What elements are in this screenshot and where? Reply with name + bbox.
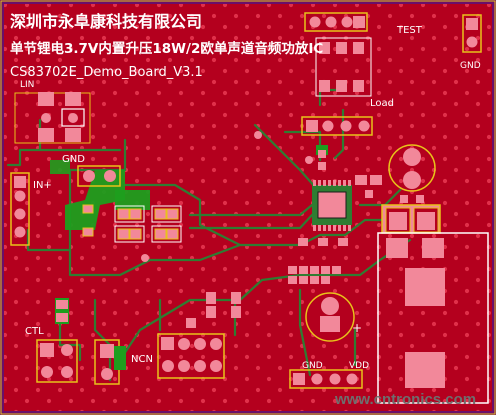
label-load: Load <box>370 98 394 109</box>
company-title: 深圳市永阜康科技有限公司 <box>10 12 202 31</box>
gnd-header-right <box>462 14 482 53</box>
label-ncn: NCN <box>131 354 153 365</box>
gnd-header-left <box>77 165 121 187</box>
amplifier-ic <box>312 145 382 231</box>
label-test: TEST <box>396 25 423 36</box>
label-lin: LIN <box>20 80 34 90</box>
ncn-header <box>94 339 126 385</box>
smd-pairs-bottom <box>186 292 241 328</box>
label-gnd-top: GND <box>62 154 85 165</box>
inductor <box>381 204 441 234</box>
electrolytic-cap-top <box>388 144 436 203</box>
load-header <box>301 116 373 136</box>
input-passives <box>82 204 179 240</box>
label-in-plus: IN+ <box>33 180 52 191</box>
board-name: CS83702E_Demo_Board_V3.1 <box>10 65 203 80</box>
via <box>305 156 313 164</box>
power-area <box>377 232 489 404</box>
gnd-vdd-header <box>289 369 363 389</box>
product-title: 单节锂电3.7V内置升压18W/2欧单声道音频功放IC <box>10 40 323 57</box>
via <box>254 131 262 139</box>
in-plus-header <box>10 172 30 246</box>
label-cap-plus: + <box>352 321 362 335</box>
center-header-2x4 <box>157 333 225 379</box>
label-gnd-right: GND <box>460 61 481 71</box>
via <box>141 254 149 262</box>
watermark: www.cntronics.com <box>334 391 476 408</box>
passive-outlines <box>114 205 182 243</box>
vertical-resistors <box>315 37 372 97</box>
label-ctl: CTL <box>25 326 44 337</box>
electrolytic-cap-mid <box>305 292 355 342</box>
ctl-header <box>36 298 78 383</box>
lin-connector <box>14 92 91 144</box>
label-vdd: VDD <box>349 361 369 371</box>
label-gnd-bottom: GND <box>302 361 323 371</box>
passive-array <box>288 238 348 284</box>
green-zones <box>50 160 150 230</box>
test-header <box>304 12 368 32</box>
